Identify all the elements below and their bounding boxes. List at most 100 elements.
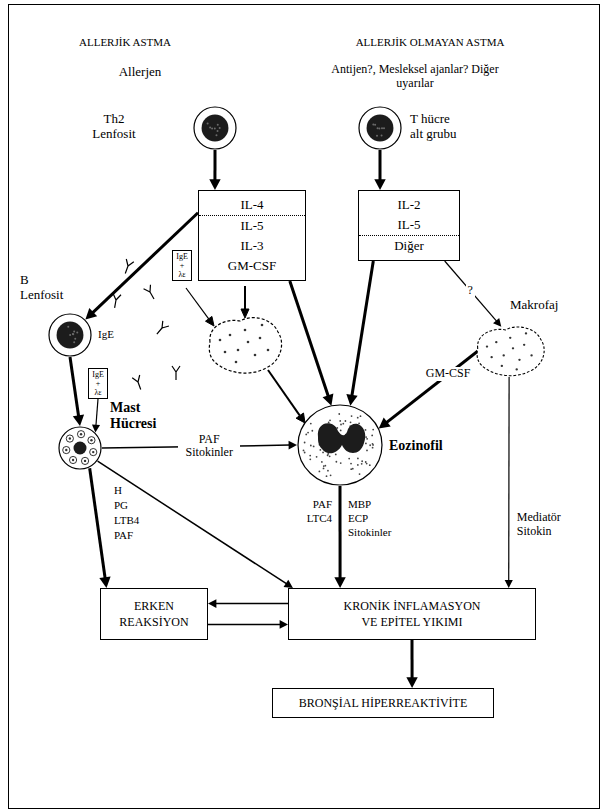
annotation-label: LTC4 — [294, 512, 332, 525]
connector-line — [386, 351, 477, 423]
eosinophil-granule — [345, 420, 347, 422]
connector-arrow — [209, 150, 220, 190]
nucleus-speck — [215, 134, 217, 136]
granule-core — [69, 437, 71, 439]
ige-antibody — [154, 321, 169, 337]
mast-granule — [88, 437, 95, 444]
connector-arrow — [92, 399, 100, 433]
nucleus-speck — [372, 124, 374, 126]
eosinophil-granule — [352, 468, 354, 470]
eosinophil-granule — [358, 422, 360, 424]
connector-line — [96, 399, 98, 426]
eosinophil-granule — [329, 455, 331, 457]
nucleus-speck — [76, 332, 78, 334]
eosinophil-granule — [366, 450, 368, 452]
eosinophil-granule — [311, 430, 313, 432]
eosinophil-granule — [350, 468, 352, 470]
macrophage-arrows — [186, 286, 305, 423]
lymphocyte-shape — [358, 106, 402, 150]
nucleus-speck — [377, 127, 379, 129]
eosinophil-granule — [328, 421, 330, 423]
mast-granule — [69, 456, 76, 463]
granule-core — [92, 451, 94, 453]
connector-arrow — [208, 620, 288, 629]
cell-label: Makrofaj — [510, 298, 570, 313]
eosinophil-granule — [357, 457, 359, 459]
cell-membrane — [298, 405, 382, 485]
cell-membrane — [194, 107, 236, 149]
edge-label: PAF Sitokinler — [178, 433, 240, 461]
granule-core — [84, 460, 86, 462]
box-text: λε — [91, 388, 105, 397]
edge-label: Mediatör Sitokin — [515, 511, 574, 539]
ige-antibody — [122, 259, 134, 275]
box-text: GM-CSF — [199, 256, 305, 276]
nucleus-speck — [217, 124, 219, 126]
connector-arrow — [290, 281, 334, 406]
eosinophil-granule — [321, 461, 323, 463]
eosinophil-granule — [335, 454, 337, 456]
arrow-head — [296, 413, 305, 423]
eosinophil-granule — [366, 463, 368, 465]
eosinophil-granule — [361, 460, 363, 462]
annotation-label: Antijen?, Mesleksel ajanlar? Diğer uyarı… — [330, 62, 500, 91]
annotation-label: PG — [114, 499, 144, 512]
connector-line — [352, 261, 373, 396]
mast-cell-shape — [58, 426, 102, 470]
eosinophil-granule — [365, 436, 367, 438]
mast-granule — [81, 457, 88, 464]
edge-label: ? — [466, 284, 475, 298]
eosinophil-granule — [365, 443, 367, 445]
ige-antibody — [132, 375, 144, 391]
eosinophil-granule — [340, 462, 342, 464]
annotation-label: PAF — [114, 529, 144, 542]
connector-arrow — [505, 377, 513, 588]
annotation-label: MBP — [348, 498, 408, 511]
annotation-label: LTB4 — [114, 514, 144, 527]
nucleus-speck — [211, 128, 213, 130]
arrow-head — [73, 414, 84, 426]
cell-label: T hücre alt grubu — [410, 112, 464, 142]
eosinophil-granule — [305, 433, 307, 435]
ige-antibody — [144, 285, 158, 301]
macrophage-granule — [523, 344, 525, 346]
eosinophil-shape — [297, 404, 383, 486]
bilobed-nucleus — [318, 423, 365, 453]
lymphocyte-shape — [193, 106, 237, 150]
eosinophil-granule — [372, 443, 374, 445]
nucleus-speck — [217, 130, 219, 132]
eosinophil-granule — [319, 449, 321, 451]
eosinophil-granule — [309, 455, 311, 457]
macrophage-granule — [509, 337, 511, 339]
macrophage-shape — [474, 322, 552, 380]
nucleus-speck — [383, 127, 385, 129]
eosinophil-granule — [304, 442, 306, 444]
connector-arrow — [346, 261, 373, 406]
eosinophil-granule — [372, 429, 374, 431]
connector-line — [98, 461, 287, 584]
nucleus-speck — [381, 127, 383, 129]
eosinophil-granule — [350, 421, 352, 423]
eosinophil-granule — [359, 473, 361, 475]
arrow-line — [186, 288, 209, 319]
arrow-head — [206, 316, 215, 326]
cytokine-box: IL-2IL-5Diğer — [358, 190, 460, 261]
eosinophil-granule — [369, 464, 371, 466]
eosinophil-granule — [360, 415, 362, 417]
eosinophil-granule — [313, 445, 315, 447]
macrophage-granule — [501, 365, 503, 367]
nucleus-speck — [67, 326, 69, 328]
nucleus-speck — [73, 341, 75, 343]
eosinophil-granule — [357, 464, 359, 466]
eosinophil-granule — [351, 415, 353, 417]
macrophage-granule — [490, 356, 492, 358]
connector-arrow — [90, 468, 111, 588]
annotation-label: H — [114, 484, 144, 497]
arrow-head — [85, 308, 97, 320]
left-macrophage — [209, 318, 281, 373]
macrophage-granule — [512, 347, 514, 349]
eosinophil-granule — [342, 423, 344, 425]
arrow-head — [280, 620, 288, 629]
ige-antibodies — [111, 259, 180, 391]
arrow-line — [244, 286, 246, 310]
